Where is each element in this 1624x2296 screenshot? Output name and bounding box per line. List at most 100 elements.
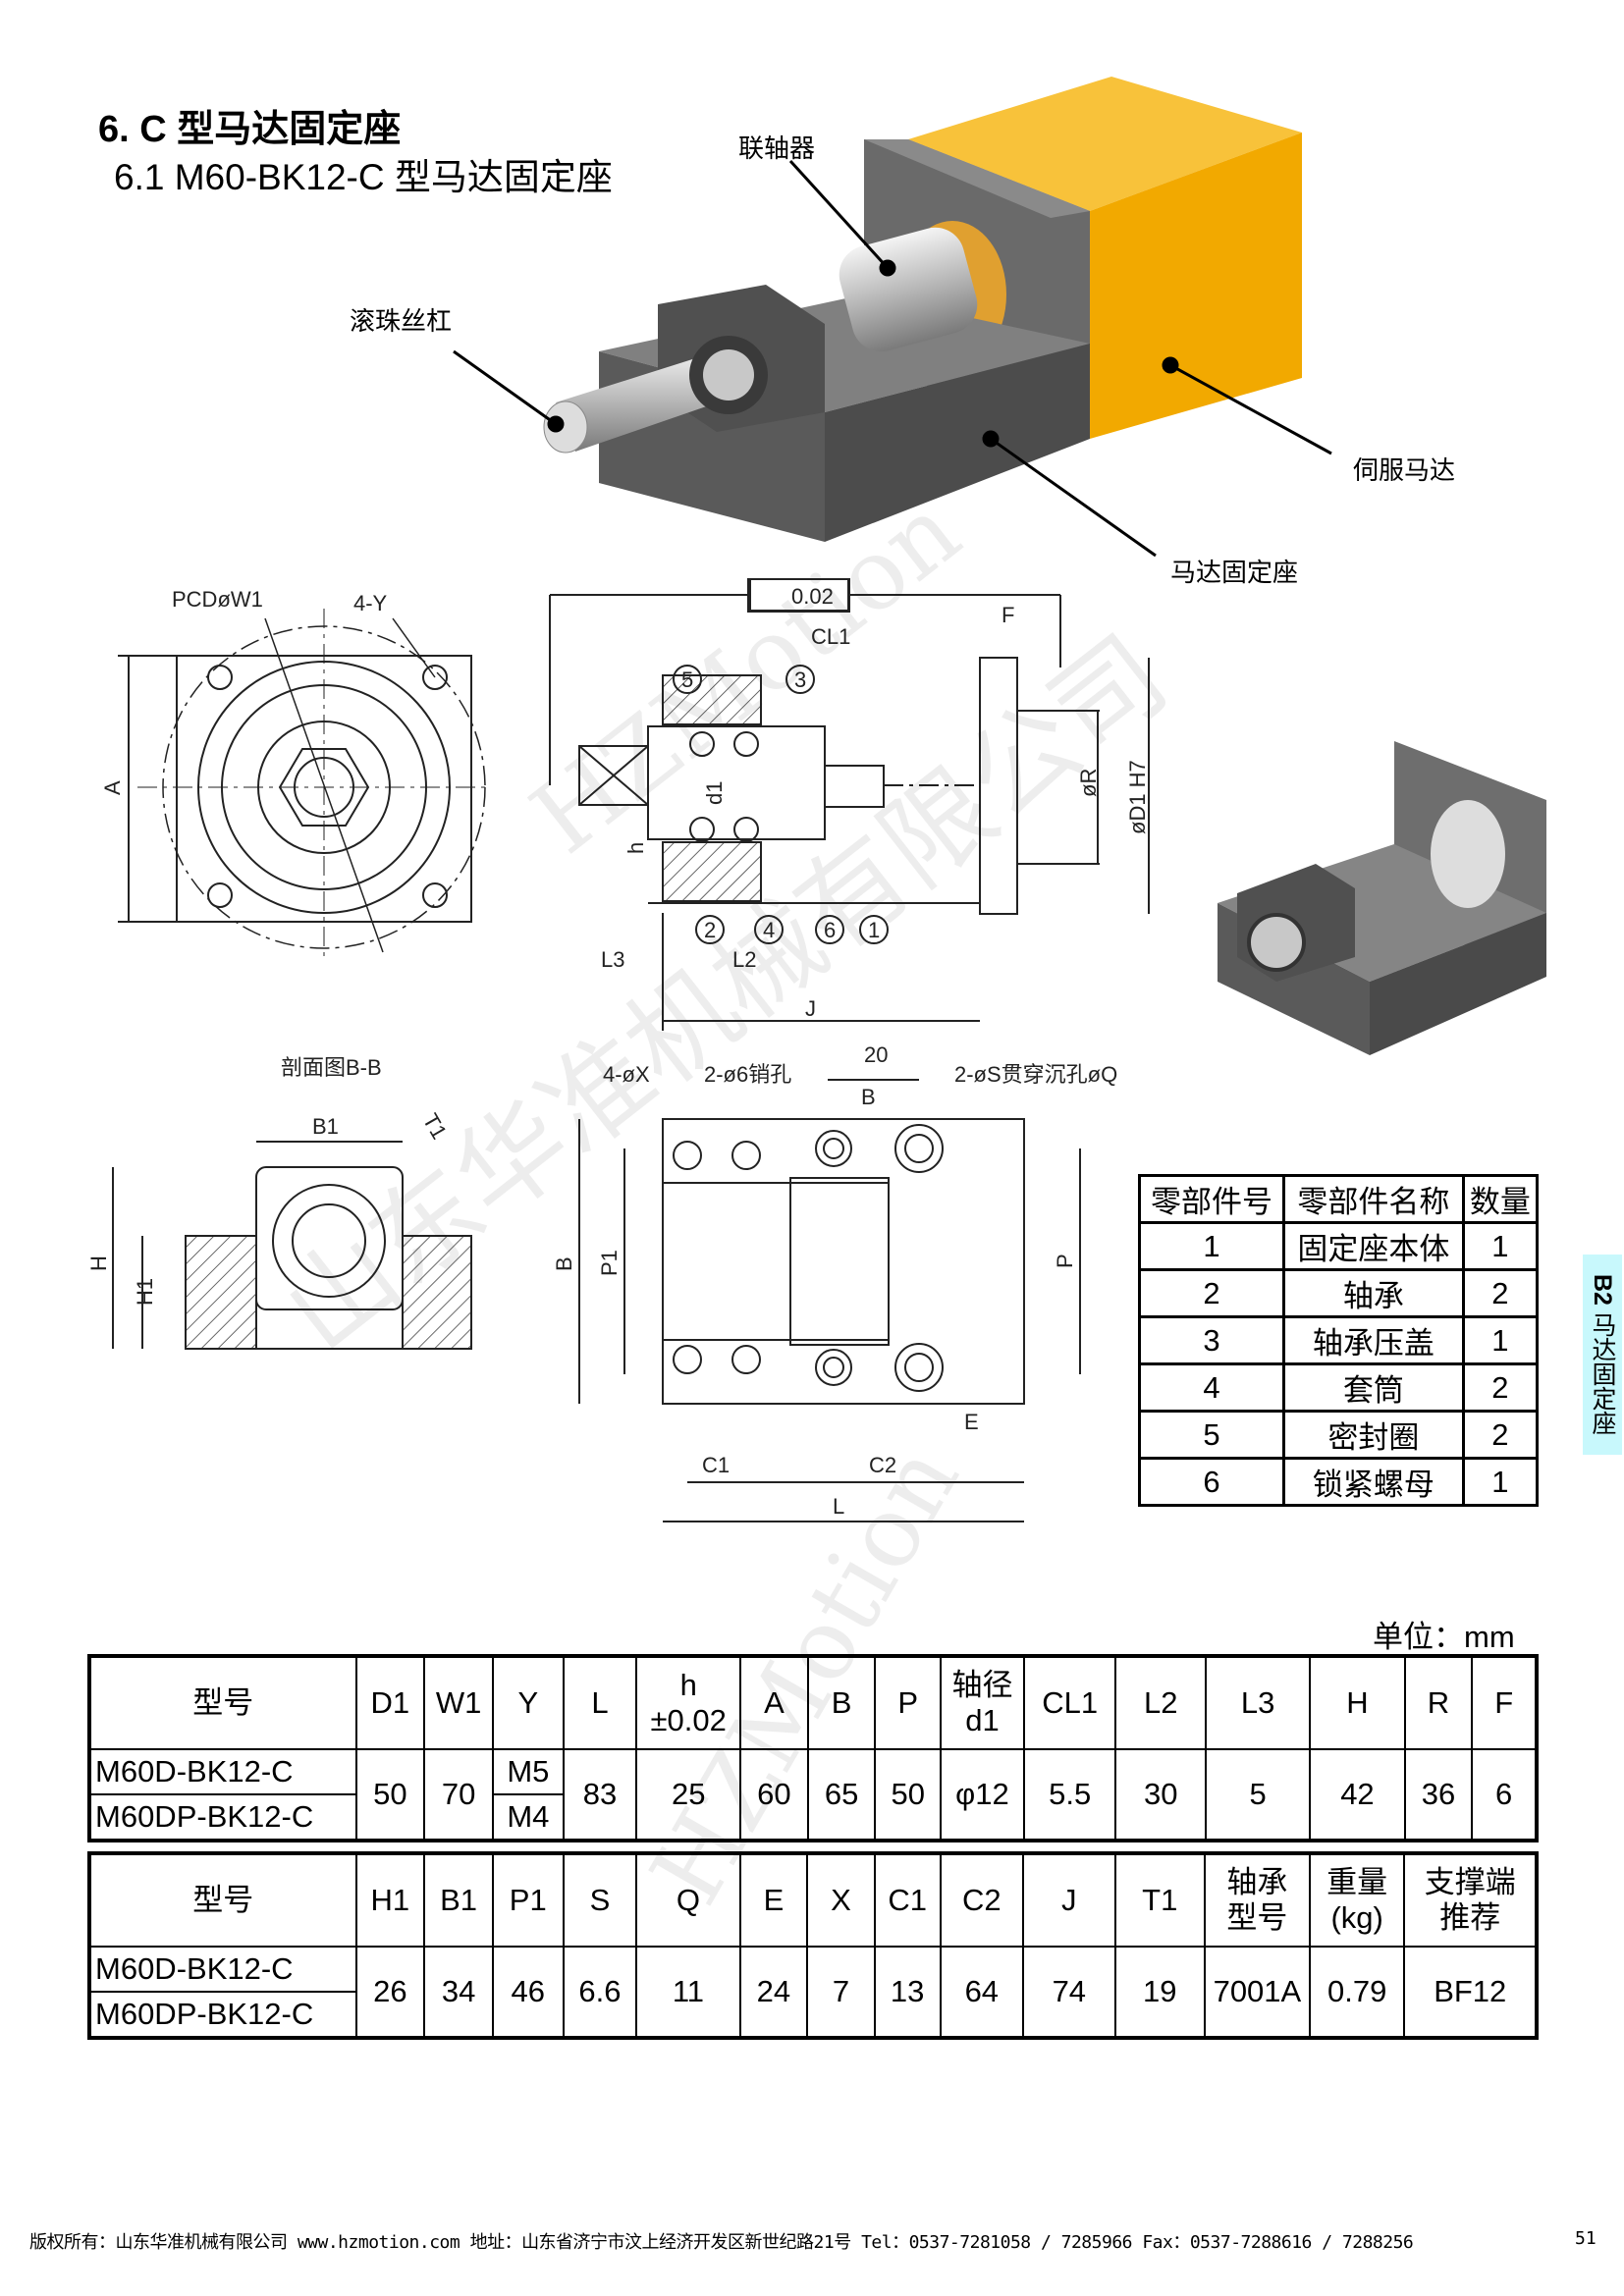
value-shaft-d1: φ12 xyxy=(940,1748,1025,1842)
header-w1: W1 xyxy=(423,1655,494,1750)
mount-render xyxy=(1218,741,1546,1055)
label-b1: B1 xyxy=(312,1114,339,1139)
value-weight: 0.79 xyxy=(1308,1946,1406,2039)
motor-top-face xyxy=(908,77,1302,211)
label-p: P xyxy=(1053,1254,1077,1268)
page-number: 51 xyxy=(1575,2228,1597,2249)
label-pin-holes: 2-ø6销孔 xyxy=(704,1062,791,1087)
spec-table-2: 型号 H1 B1 P1 S Q E X C1 C2 J T1 轴承 型号 重量 … xyxy=(87,1851,1539,2040)
label-c1: C1 xyxy=(702,1453,730,1477)
header-bearing-model: 轴承 型号 xyxy=(1203,1852,1311,1948)
coupling xyxy=(839,227,978,352)
side-tab-code: B2 xyxy=(1589,1274,1616,1306)
value-c1: 13 xyxy=(873,1946,942,2039)
parts-header-row: 零部件号 零部件名称 数量 xyxy=(1138,1174,1540,1224)
header-cl1: CL1 xyxy=(1022,1655,1117,1750)
header-model: 型号 xyxy=(88,1852,357,1948)
header-weight: 重量 (kg) xyxy=(1308,1852,1406,1948)
header-f: F xyxy=(1471,1655,1538,1750)
header-c1: C1 xyxy=(873,1852,942,1948)
balloon-2: 2 xyxy=(704,918,716,942)
motor-side-face xyxy=(1090,133,1302,439)
header-j: J xyxy=(1022,1852,1116,1948)
label-j: J xyxy=(805,996,816,1021)
part-qty: 1 xyxy=(1461,1221,1540,1271)
label-e: E xyxy=(964,1410,979,1434)
label-b: B xyxy=(552,1256,576,1271)
value-p: 50 xyxy=(874,1748,943,1842)
header-t1: T1 xyxy=(1113,1852,1206,1948)
spec-table-1: 型号 D1 W1 Y L h ±0.02 A B P 轴径 d1 CL1 L2 … xyxy=(87,1654,1539,1842)
table-row: M60DP-BK12-C xyxy=(88,1991,1537,2039)
value-e: 24 xyxy=(738,1946,809,2039)
part-name: 轴承压盖 xyxy=(1281,1315,1465,1365)
label-h: h xyxy=(623,842,648,854)
value-s: 6.6 xyxy=(562,1946,638,2039)
header-p: P xyxy=(874,1655,943,1750)
top-view xyxy=(578,1079,1081,1522)
header-a: A xyxy=(739,1655,809,1750)
header-l3: L3 xyxy=(1204,1655,1312,1750)
header-support-end: 支撑端 推荐 xyxy=(1403,1852,1538,1948)
label-20: 20 xyxy=(864,1042,888,1067)
label-p1: P1 xyxy=(597,1250,622,1276)
value-c2: 64 xyxy=(939,1946,1025,2039)
header-shaft-d1: 轴径 d1 xyxy=(940,1655,1025,1750)
label-t1: T1 xyxy=(418,1109,452,1144)
callout-ball-screw: 滚珠丝杠 xyxy=(350,306,452,336)
value-hh: 42 xyxy=(1309,1748,1406,1842)
balloon-5: 5 xyxy=(681,667,693,692)
value-h: 25 xyxy=(635,1748,742,1842)
part-no: 6 xyxy=(1138,1457,1285,1507)
header-b: B xyxy=(806,1655,877,1750)
section-b-b xyxy=(112,1141,472,1350)
value-p1: 46 xyxy=(491,1946,565,2039)
header-l: L xyxy=(562,1655,638,1750)
header-e: E xyxy=(738,1852,809,1948)
table-row: M60D-BK12-C 50 70 M5 83 25 60 65 50 φ12 … xyxy=(88,1748,1538,1842)
value-q: 11 xyxy=(635,1946,741,2039)
value-f: 6 xyxy=(1471,1748,1538,1842)
header-x: X xyxy=(806,1852,876,1948)
side-section-view xyxy=(549,578,1150,1031)
callout-coupling: 联轴器 xyxy=(738,133,815,163)
spec2-header-row: 型号 H1 B1 P1 S Q E X C1 C2 J T1 轴承 型号 重量 … xyxy=(88,1852,1538,1948)
label-counterbore: 2-øS贯穿沉孔øQ xyxy=(954,1062,1117,1087)
table-row: M60D-BK12-C 26 34 46 6.6 11 24 7 13 64 7… xyxy=(88,1946,1538,2039)
front-view xyxy=(118,609,491,962)
balloon-3: 3 xyxy=(794,667,806,692)
label-f: F xyxy=(1001,603,1014,627)
model-cell: M60D-BK12-C xyxy=(88,1748,357,1795)
value-cl1: 5.5 xyxy=(1022,1748,1117,1842)
callout-servo-motor: 伺服马达 xyxy=(1353,455,1455,485)
bracket-side xyxy=(825,344,1090,542)
label-b-mark: B xyxy=(861,1085,876,1109)
part-name: 套筒 xyxy=(1281,1362,1465,1413)
label-r: øR xyxy=(1076,769,1101,797)
chapter-side-tab[interactable]: B2 马达固定座 xyxy=(1583,1255,1622,1455)
label-4-x: 4-øX xyxy=(603,1062,650,1087)
value-x: 7 xyxy=(806,1946,876,2039)
value-bearing-model: 7001A xyxy=(1203,1946,1311,2039)
part-qty: 1 xyxy=(1461,1457,1540,1507)
header-model: 型号 xyxy=(88,1655,357,1750)
header-b1: B1 xyxy=(423,1852,494,1948)
callout-motor-mount: 马达固定座 xyxy=(1170,558,1298,587)
header-s: S xyxy=(562,1852,638,1948)
label-cl1: CL1 xyxy=(811,624,850,649)
part-name: 固定座本体 xyxy=(1281,1221,1465,1271)
label-4-y: 4-Y xyxy=(353,591,388,615)
unit-label: 单位：mm xyxy=(1373,1620,1515,1654)
part-name: 锁紧螺母 xyxy=(1281,1457,1465,1507)
header-p1: P1 xyxy=(491,1852,565,1948)
part-no: 5 xyxy=(1138,1410,1285,1460)
label-c2: C2 xyxy=(869,1453,896,1477)
label-a: A xyxy=(100,780,125,795)
balloon-1: 1 xyxy=(868,918,880,942)
